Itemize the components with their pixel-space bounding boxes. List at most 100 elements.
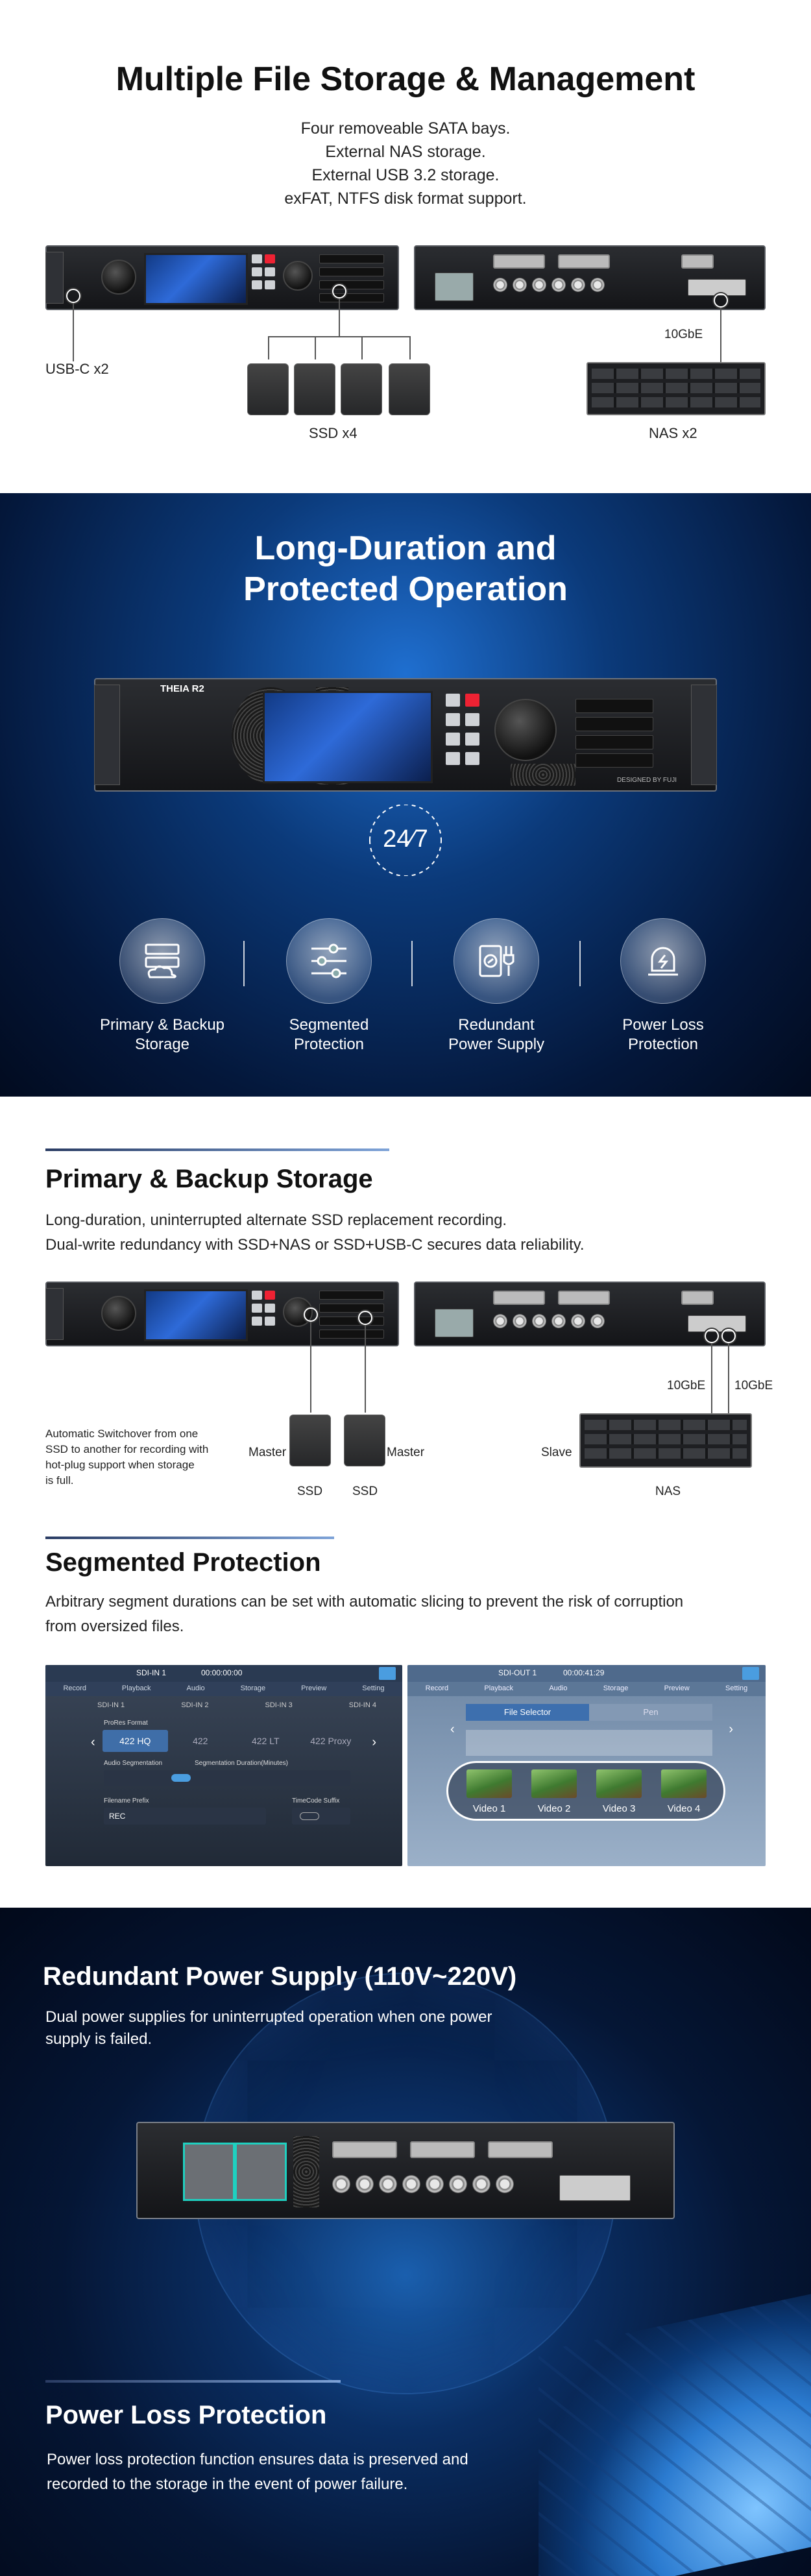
timecode-suffix-label: TimeCode Suffix <box>292 1797 340 1804</box>
menu-icon[interactable] <box>379 1667 396 1680</box>
nas-count-label: NAS x2 <box>649 425 697 441</box>
format-option[interactable]: 422 Proxy <box>310 1736 352 1746</box>
seg-duration-input[interactable] <box>195 1770 350 1786</box>
recorder-front-panel-large: THEIA R2 DESIGNED BY FUJI <box>94 678 717 792</box>
tab-audio[interactable]: Audio <box>186 1684 205 1692</box>
uptime-text: 24⁄7 <box>383 825 428 853</box>
tab-playback[interactable]: Playback <box>484 1684 514 1692</box>
tab-setting[interactable]: Setting <box>362 1684 385 1692</box>
note-line: SSD to another for recording with <box>45 1443 209 1455</box>
section-segmented: Segmented Protection Arbitrary segment d… <box>0 1518 811 1908</box>
input-tab[interactable]: SDI-IN 1 <box>97 1701 125 1709</box>
usbc-port-marker <box>66 289 80 303</box>
section-title: Multiple File Storage & Management <box>115 60 696 98</box>
feature-label: Redundant <box>458 1016 535 1034</box>
next-arrow-icon[interactable]: › <box>372 1735 376 1749</box>
tab-bar: Record Playback Audio Storage Preview Se… <box>407 1682 766 1696</box>
ssd-drive <box>344 1415 385 1466</box>
paragraph-line: from oversized files. <box>45 1618 184 1635</box>
tab-preview[interactable]: Preview <box>301 1684 327 1692</box>
audio-seg-label: Audio Segmentation <box>104 1760 163 1767</box>
section-title-line1: Long-Duration and <box>254 529 557 567</box>
section-file-storage: Multiple File Storage & Management Four … <box>0 0 811 493</box>
sliders-icon <box>311 943 346 978</box>
ssd-drive <box>289 1415 331 1466</box>
tab-storage[interactable]: Storage <box>603 1684 629 1692</box>
feature-line: External USB 3.2 storage. <box>311 166 500 184</box>
feature-label: Primary & Backup <box>99 1016 225 1034</box>
paragraph-line: Long-duration, uninterrupted alternate S… <box>45 1211 507 1229</box>
input-tab[interactable]: SDI-IN 3 <box>265 1701 293 1709</box>
section-text: Power loss protection function ensures d… <box>47 2448 468 2497</box>
section-title: Primary & Backup Storage <box>45 1165 373 1193</box>
video-label: Video 2 <box>537 1803 571 1814</box>
paragraph-line: Dual-write redundancy with SSD+NAS or SS… <box>45 1236 585 1254</box>
pen-tab[interactable]: Pen <box>589 1704 712 1721</box>
ssd-drive <box>389 363 430 415</box>
audio-seg-toggle[interactable] <box>104 1770 201 1786</box>
power-alarm-icon <box>648 947 678 976</box>
format-option-selected[interactable]: 422 HQ <box>103 1730 168 1752</box>
ssd-drive <box>247 363 289 415</box>
tab-storage[interactable]: Storage <box>240 1684 266 1692</box>
tab-record[interactable]: Record <box>425 1684 449 1692</box>
ssd-drive <box>294 363 335 415</box>
feature-label: Storage <box>134 1036 190 1053</box>
brand-label: DESIGNED BY FUJI <box>616 777 677 784</box>
profile-label: ProRes Format <box>104 1719 148 1727</box>
section-text: Dual power supplies for uninterrupted op… <box>45 2006 492 2050</box>
nas-label: NAS <box>655 1485 681 1498</box>
video-thumbnail[interactable] <box>661 1769 707 1798</box>
ssd-label: SSD <box>297 1485 323 1498</box>
menu-icon[interactable] <box>742 1667 759 1680</box>
tab-bar: Record Playback Audio Storage Preview Se… <box>45 1682 402 1696</box>
ssd-count-label: SSD x4 <box>309 425 357 441</box>
psu-module <box>235 2143 287 2201</box>
feature-lines: Four removeable SATA bays. External NAS … <box>0 117 811 210</box>
tile-mosaic <box>539 2294 811 2576</box>
storage-icon <box>145 943 180 978</box>
section-title: Redundant Power Supply (110V~220V) <box>43 1962 517 1991</box>
gbe-label: 10GbE <box>667 1379 706 1392</box>
section-text: Arbitrary segment durations can be set w… <box>45 1590 683 1639</box>
ssd-bay-marker <box>304 1307 318 1322</box>
input-tab[interactable]: SDI-IN 4 <box>348 1701 376 1709</box>
slave-label: Slave <box>541 1446 572 1459</box>
nas-port-marker <box>714 293 728 308</box>
feature-label: Segmented <box>289 1016 369 1034</box>
video-thumbnail[interactable] <box>596 1769 642 1798</box>
file-selector-tab[interactable]: File Selector <box>466 1704 589 1721</box>
feature-label: Power Supply <box>448 1036 545 1053</box>
tab-playback[interactable]: Playback <box>121 1684 151 1692</box>
prefix-input[interactable]: REC <box>104 1808 266 1825</box>
note-line: Automatic Switchover from one <box>45 1428 199 1440</box>
gbe-label: 10GbE <box>664 328 703 341</box>
tab-record[interactable]: Record <box>63 1684 86 1692</box>
prev-arrow-icon[interactable]: ‹ <box>450 1722 455 1736</box>
input-tab[interactable]: SDI-IN 2 <box>181 1701 209 1709</box>
tab-audio[interactable]: Audio <box>549 1684 568 1692</box>
master-label: Master <box>387 1446 425 1459</box>
timecode-suffix-toggle[interactable] <box>292 1808 350 1825</box>
recorder-rear-panel <box>414 1282 766 1346</box>
uptime-badge: 24⁄7 <box>357 804 454 877</box>
video-thumbnail[interactable] <box>531 1769 577 1798</box>
tab-setting[interactable]: Setting <box>725 1684 748 1692</box>
video-thumbnail[interactable] <box>466 1769 512 1798</box>
channel-select[interactable]: SDI-OUT 1 <box>498 1668 537 1677</box>
feature-label: Protection <box>293 1036 365 1053</box>
prev-arrow-icon[interactable]: ‹ <box>91 1735 95 1749</box>
format-option[interactable]: 422 <box>193 1736 208 1746</box>
format-option[interactable]: 422 LT <box>251 1736 280 1746</box>
tab-preview[interactable]: Preview <box>664 1684 690 1692</box>
paragraph-line: Arbitrary segment durations can be set w… <box>45 1593 684 1610</box>
recorder-front-panel <box>45 245 399 310</box>
timecode: 00:00:41:29 <box>563 1668 605 1677</box>
feature-label: Power Loss <box>622 1016 704 1034</box>
section-text: Long-duration, uninterrupted alternate S… <box>45 1208 585 1258</box>
nas-port-marker <box>705 1329 719 1343</box>
next-arrow-icon[interactable]: › <box>729 1722 733 1736</box>
channel-select[interactable]: SDI-IN 1 <box>136 1668 167 1677</box>
switchover-note: Automatic Switchover from one SSD to ano… <box>45 1426 227 1488</box>
